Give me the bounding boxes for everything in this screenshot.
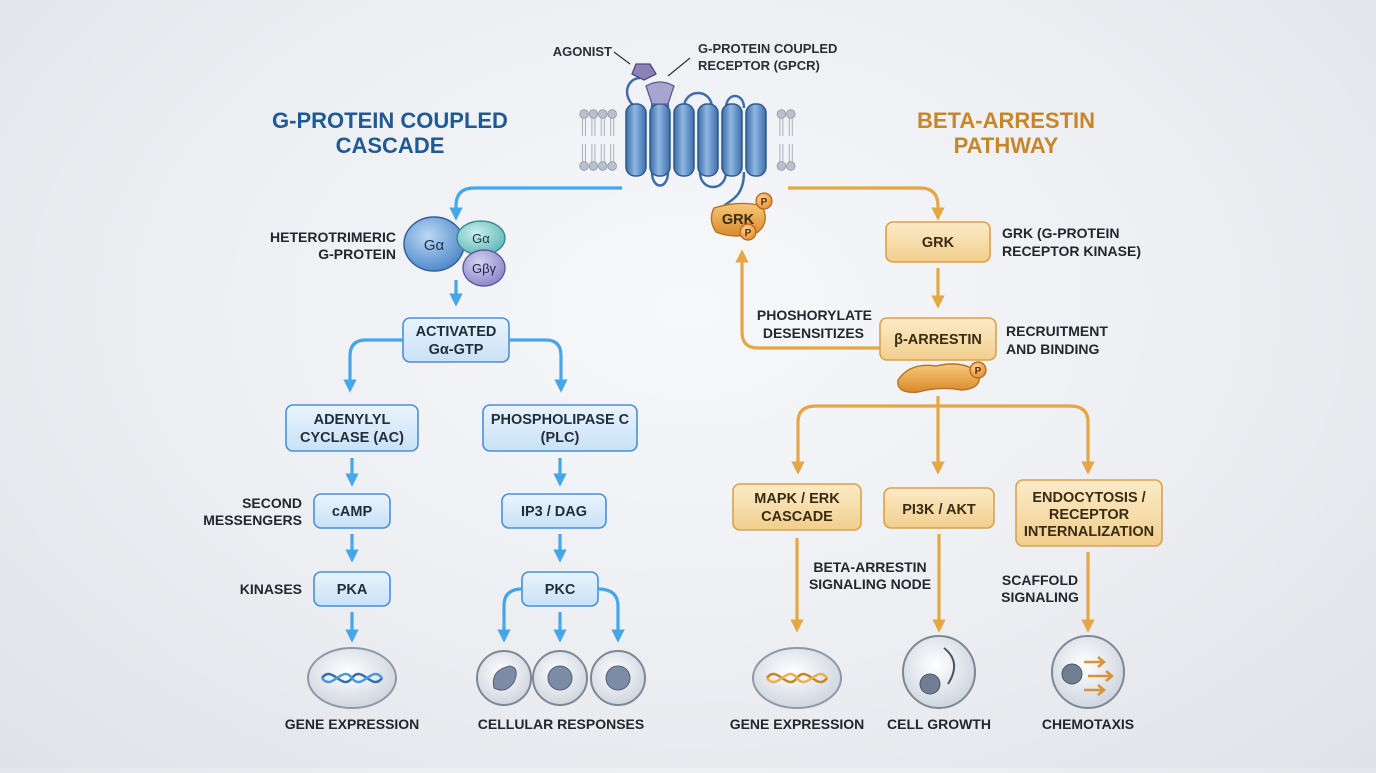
- ip3-dag-label: IP3 / DAG: [521, 504, 587, 520]
- endo-line2: RECEPTOR: [1049, 507, 1130, 523]
- arrow-membrane-to-gprotein: [449, 186, 622, 221]
- lipid-head: [588, 109, 599, 119]
- arrow-activated-to-ac: [343, 338, 403, 393]
- lipid-head: [588, 161, 599, 171]
- second-messengers-line2: MESSENGERS: [203, 512, 302, 528]
- node-line2: SIGNALING NODE: [809, 576, 931, 592]
- pka-box: [313, 571, 391, 607]
- pi3k-label: PI3K / AKT: [902, 502, 976, 518]
- second-messengers-line1: SECOND: [242, 495, 302, 511]
- arrow-arrestin-to-endocytosis: [938, 404, 1095, 475]
- arrow-pkc-to-cell3: [597, 587, 625, 643]
- cell-growth-icon: [902, 635, 976, 709]
- g-beta-gamma-label: Gβγ: [472, 261, 497, 276]
- mapk-box: [732, 483, 862, 531]
- dna-icon-blue: [307, 647, 397, 709]
- lipid-head: [776, 109, 787, 119]
- arrow-arrestin-to-receptor: [735, 249, 880, 350]
- camp-label: cAMP: [332, 504, 373, 520]
- pi3k-box: [883, 487, 995, 529]
- gene-expression-blue-label: GENE EXPRESSION: [285, 716, 420, 732]
- agonist-label: AGONIST: [553, 44, 612, 59]
- arrestin-protein-icon: P: [897, 361, 987, 393]
- cellular-responses-label: CELLULAR RESPONSES: [478, 716, 644, 732]
- cell-icon-3: [590, 650, 646, 706]
- chemotaxis-icon: [1051, 635, 1125, 709]
- arrow-activated-to-plc: [509, 338, 568, 393]
- node-line1: BETA-ARRESTIN: [813, 559, 926, 575]
- cell-icon-2: [532, 650, 588, 706]
- cell-growth-label: CELL GROWTH: [887, 716, 991, 732]
- lipid-head: [786, 109, 796, 119]
- kinases-label: KINASES: [240, 581, 302, 597]
- lipid-head: [579, 109, 589, 119]
- grk-desc-line1: GRK (G-PROTEIN: [1002, 225, 1119, 241]
- mapk-line2: CASCADE: [761, 509, 833, 525]
- endo-line3: INTERNALIZATION: [1024, 524, 1154, 540]
- arrow-pkc-to-cell1: [497, 587, 523, 643]
- endocytosis-box: [1015, 479, 1163, 547]
- camp-box: [313, 493, 391, 529]
- activated-line1: ACTIVATED: [416, 324, 497, 340]
- ac-line2: CYCLASE (AC): [300, 430, 404, 446]
- beta-arrestin-box: [879, 317, 997, 361]
- gene-expression-gold-label: GENE EXPRESSION: [730, 716, 865, 732]
- chemotaxis-label: CHEMOTAXIS: [1042, 716, 1134, 732]
- lipid-bilayer: [579, 109, 796, 171]
- gpcr-receptor: [625, 76, 767, 213]
- grk-box: [885, 221, 991, 263]
- pkc-label: PKC: [545, 582, 576, 598]
- pka-label: PKA: [337, 582, 368, 598]
- grk-on-receptor: GRK P P: [710, 192, 773, 241]
- right-title-line2: PATHWAY: [954, 133, 1059, 158]
- recruit-line2: AND BINDING: [1006, 341, 1099, 357]
- g-alpha-label: Gα: [424, 237, 445, 254]
- beta-arrestin-label: β-ARRESTIN: [894, 332, 982, 348]
- plc-line2: (PLC): [541, 430, 580, 446]
- lipid-head: [607, 161, 617, 171]
- phospholipase-c-box: [482, 404, 638, 452]
- left-title-line1: G-PROTEIN COUPLED: [272, 108, 508, 133]
- gpcr-label-line2: RECEPTOR (GPCR): [698, 58, 820, 73]
- phosphorylate-line1: PHOSHORYLATE: [757, 307, 872, 323]
- right-title-line1: BETA-ARRESTIN: [917, 108, 1095, 133]
- phospho-3: P: [975, 366, 982, 377]
- grk-desc-line2: RECEPTOR KINASE): [1002, 243, 1141, 259]
- arrow-membrane-to-grk: [788, 186, 945, 221]
- plc-line1: PHOSPHOLIPASE C: [491, 412, 630, 428]
- grk-box-label: GRK: [922, 235, 955, 251]
- lipid-head: [598, 161, 608, 171]
- hetero-label-line1: HETEROTRIMERIC: [270, 229, 396, 245]
- scaffold-line2: SIGNALING: [1001, 589, 1079, 605]
- arrow-arrestin-to-mapk: [791, 404, 938, 475]
- dna-icon-gold: [752, 647, 842, 709]
- mapk-line1: MAPK / ERK: [754, 491, 840, 507]
- left-title-line2: CASCADE: [336, 133, 445, 158]
- hetero-label-line2: G-PROTEIN: [318, 246, 396, 262]
- lipid-head: [598, 109, 608, 119]
- ip3-dag-box: [501, 493, 607, 529]
- g-alpha-small-label: Gα: [472, 231, 490, 246]
- scaffold-line1: SCAFFOLD: [1002, 572, 1078, 588]
- phospho-2: P: [745, 228, 752, 239]
- lipid-head: [579, 161, 589, 171]
- gpcr-label-line1: G-PROTEIN COUPLED: [698, 41, 837, 56]
- lipid-head: [786, 161, 796, 171]
- adenylyl-cyclase-box: [285, 404, 419, 452]
- phospho-1: P: [761, 197, 768, 208]
- cell-icon-1: [476, 650, 532, 706]
- g-protein-complex: Gα Gα Gβγ: [403, 216, 506, 287]
- activated-line2: Gα-GTP: [429, 342, 484, 358]
- agonist-ligand: [613, 51, 657, 81]
- lipid-head: [776, 161, 787, 171]
- ac-line1: ADENYLYL: [314, 412, 391, 428]
- phosphorylate-line2: DESENSITIZES: [763, 325, 864, 341]
- lipid-head: [607, 109, 617, 119]
- endo-line1: ENDOCYTOSIS /: [1032, 490, 1145, 506]
- recruit-line1: RECRUITMENT: [1006, 323, 1108, 339]
